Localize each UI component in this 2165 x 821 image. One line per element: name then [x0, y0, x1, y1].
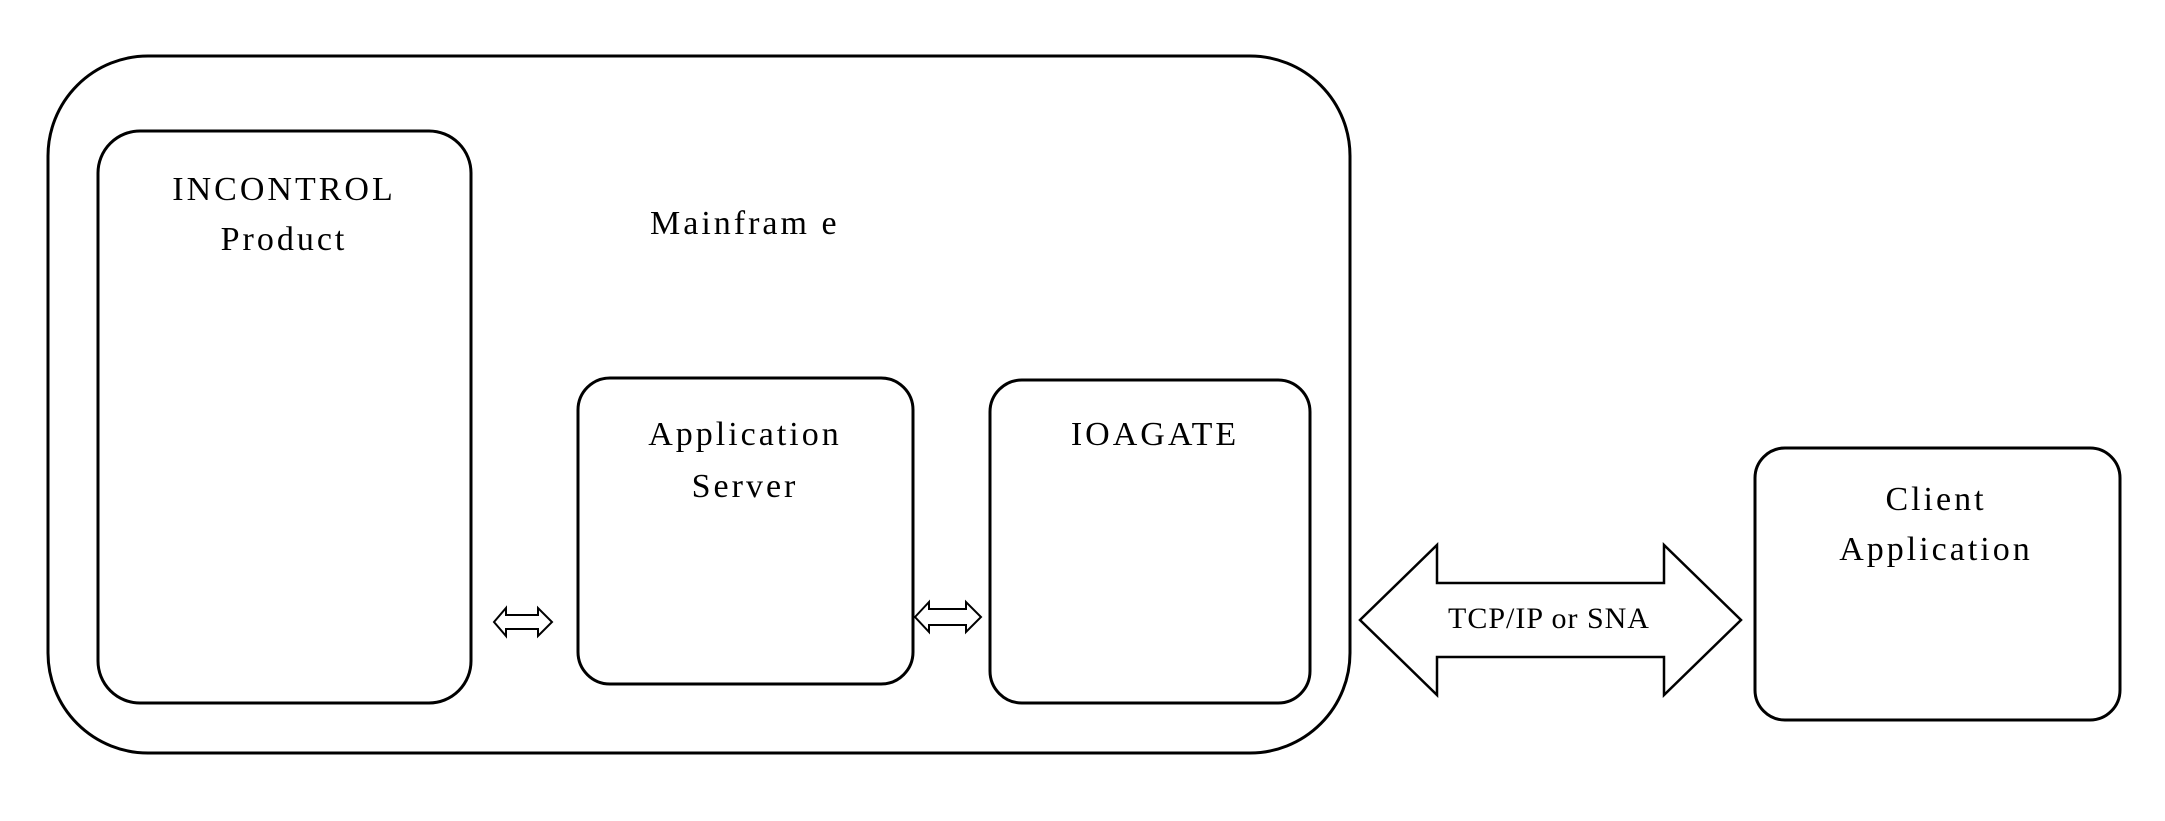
mainframe-label: Mainfram e [650, 205, 840, 242]
application-server-label-line1: Application [648, 416, 842, 453]
network-link-arrow-icon [1358, 542, 1743, 698]
incontrol-label-line1: INCONTROL [172, 171, 395, 208]
application-server-box [576, 376, 915, 686]
ioagate-box [988, 378, 1312, 705]
double-arrow-icon [913, 599, 983, 635]
double-arrow-icon [492, 605, 554, 639]
mainframe-box [46, 54, 1352, 755]
client-application-label-line1: Client [1885, 481, 1986, 518]
client-application-box [1753, 446, 2122, 722]
ioagate-label: IOAGATE [1071, 416, 1239, 453]
client-application-label-line2: Application [1839, 531, 2033, 568]
application-server-label-line2: Server [692, 468, 799, 505]
network-link-label: TCP/IP or SNA [1448, 602, 1650, 635]
incontrol-label-line2: Product [221, 221, 348, 258]
incontrol-product-box [96, 129, 473, 705]
